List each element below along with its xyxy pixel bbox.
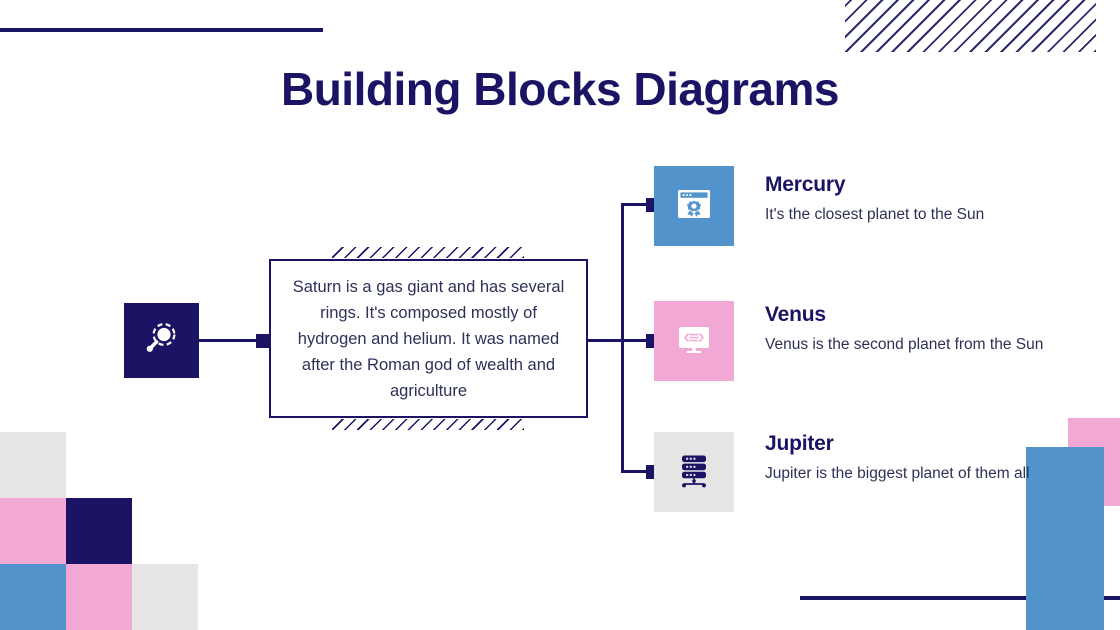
decor-line-bottom-right: [800, 596, 1120, 600]
connector-branch-jupiter: [621, 470, 653, 473]
decor-hatch-top-right: [845, 0, 1096, 52]
connector-marker-box-left: [256, 334, 270, 348]
center-description-box: Saturn is a gas giant and has several ri…: [269, 259, 588, 418]
checker-cell: [0, 498, 66, 564]
connector-root-to-box: [199, 339, 262, 342]
item-desc-venus: Venus is the second planet from the Sun: [765, 336, 1044, 353]
item-icon-jupiter[interactable]: [654, 432, 734, 512]
connector-branch-mercury: [621, 203, 653, 206]
root-node[interactable]: [124, 303, 199, 378]
page-title: Building Blocks Diagrams: [280, 63, 840, 115]
item-icon-mercury[interactable]: [654, 166, 734, 246]
checker-cell: [132, 564, 198, 630]
item-desc-jupiter: Jupiter is the biggest planet of them al…: [765, 465, 1030, 482]
connector-box-to-trunk: [588, 339, 624, 342]
connector-trunk-vertical: [621, 203, 624, 473]
item-title-venus: Venus: [765, 303, 826, 326]
item-text-jupiter: Jupiter Jupiter is the biggest planet of…: [765, 431, 1065, 485]
decor-hatch-box-top: [332, 247, 524, 258]
decor-checker-bottom-left: [0, 432, 200, 630]
item-icon-venus[interactable]: [654, 301, 734, 381]
checker-cell: [66, 564, 132, 630]
item-text-mercury: Mercury It's the closest planet to the S…: [765, 172, 1065, 226]
browser-window-gear-badge-icon: [671, 181, 717, 232]
server-network-icon: [671, 447, 717, 498]
checker-cell: [66, 498, 132, 564]
decor-line-top-left: [0, 28, 323, 32]
item-text-venus: Venus Venus is the second planet from th…: [765, 302, 1065, 356]
item-title-mercury: Mercury: [765, 173, 846, 196]
connector-branch-venus: [621, 339, 653, 342]
center-description-text: Saturn is a gas giant and has several ri…: [292, 277, 565, 400]
decor-square-bottom-right-blue: [1026, 447, 1104, 630]
search-magnifier-icon: [142, 318, 182, 363]
checker-cell: [0, 564, 66, 630]
checker-cell: [0, 432, 66, 498]
item-title-jupiter: Jupiter: [765, 432, 834, 455]
decor-hatch-box-bottom: [332, 419, 524, 430]
monitor-code-icon: [671, 316, 717, 367]
item-desc-mercury: It's the closest planet to the Sun: [765, 206, 985, 223]
